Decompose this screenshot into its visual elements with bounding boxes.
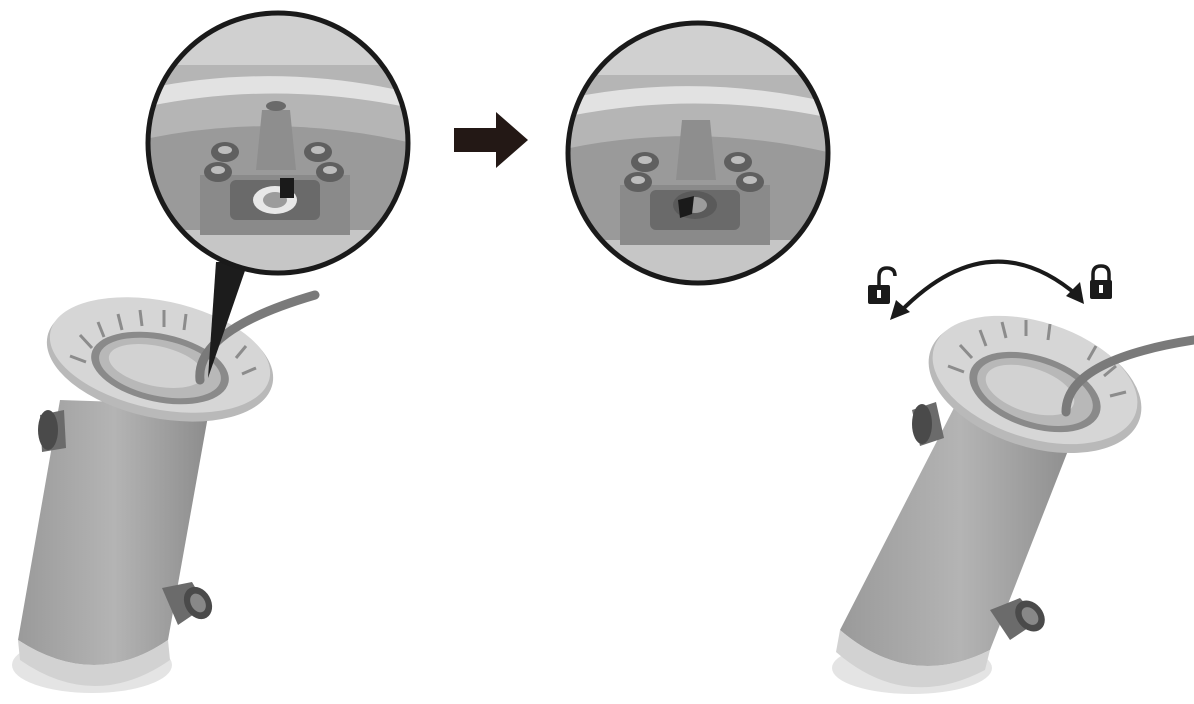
rotation-indicator [890, 262, 1084, 320]
unlock-icon [868, 268, 895, 304]
lock-icon [1090, 266, 1112, 299]
zoom-detail-after [560, 15, 840, 310]
upper-port [912, 402, 944, 446]
zoom-detail-before [140, 5, 420, 300]
upper-port [38, 410, 66, 452]
left-filter-pump [12, 262, 315, 693]
transition-arrow-icon [454, 112, 528, 168]
right-filter-pump [832, 292, 1194, 694]
